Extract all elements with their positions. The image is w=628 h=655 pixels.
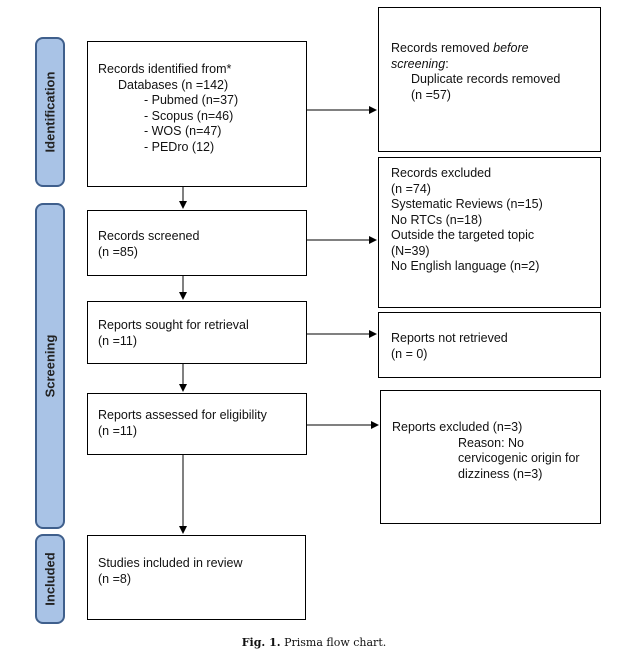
studies-included-label: Studies included in review xyxy=(98,556,243,570)
source-pubmed: - Pubmed (n=37) xyxy=(144,93,239,107)
phase-included: Included xyxy=(35,534,65,624)
source-scopus: - Scopus (n=46) xyxy=(144,108,234,123)
phase-identification: Identification xyxy=(35,37,65,187)
excluded-line: (N=39) xyxy=(391,243,430,258)
excluded-line: Outside the targeted topic xyxy=(391,228,535,242)
records-removed-box: Records removed before screening: Duplic… xyxy=(378,7,601,152)
records-removed-label-2: screening: xyxy=(391,56,449,71)
records-excluded-box: Records excluded (n =74) Systematic Revi… xyxy=(378,157,601,308)
not-retrieved-label: Reports not retrieved xyxy=(391,331,508,345)
studies-included-count: (n =8) xyxy=(98,571,132,586)
caption-label: Fig. 1. xyxy=(241,636,281,649)
reports-excluded-label: Reports excluded (n=3) xyxy=(392,420,523,434)
phase-screening: Screening xyxy=(35,203,65,529)
databases-count: Databases (n =142) xyxy=(118,77,229,92)
records-removed-label: Records removed before xyxy=(391,41,529,55)
records-screened-count: (n =85) xyxy=(98,244,138,259)
duplicates-label: Duplicate records removed xyxy=(411,72,561,86)
excluded-line: (n =74) xyxy=(391,181,431,196)
records-screened-box: Records screened (n =85) xyxy=(87,210,307,276)
excluded-line: No English language (n=2) xyxy=(391,259,540,273)
reason-line: dizziness (n=3) xyxy=(458,466,543,481)
studies-included-box: Studies included in review (n =8) xyxy=(87,535,306,620)
reports-excluded-box: Reports excluded (n=3) Reason: No cervic… xyxy=(380,390,601,524)
excluded-line: Records excluded xyxy=(391,166,492,180)
not-retrieved-count: (n = 0) xyxy=(391,346,428,361)
reason-line: Reason: No xyxy=(458,435,525,450)
excluded-line: Systematic Reviews (n=15) xyxy=(391,197,543,211)
assessed-label: Reports assessed for eligibility xyxy=(98,408,267,422)
records-identified-label: Records identified from* xyxy=(98,62,232,76)
records-screened-label: Records screened xyxy=(98,229,200,243)
source-pedro: - PEDro (12) xyxy=(144,139,215,154)
records-identified-box: Records identified from* Databases (n =1… xyxy=(87,41,307,187)
reports-assessed-box: Reports assessed for eligibility (n =11) xyxy=(87,393,307,455)
figure-caption: Fig. 1. Prisma flow chart. xyxy=(0,636,628,649)
source-wos: - WOS (n=47) xyxy=(144,124,222,138)
caption-text: Prisma flow chart. xyxy=(284,636,387,649)
reports-sought-label: Reports sought for retrieval xyxy=(98,318,249,332)
excluded-line: No RTCs (n=18) xyxy=(391,212,483,227)
duplicates-count: (n =57) xyxy=(411,87,451,102)
reports-sought-box: Reports sought for retrieval (n =11) xyxy=(87,301,307,364)
reports-not-retrieved-box: Reports not retrieved (n = 0) xyxy=(378,312,601,378)
reports-sought-count: (n =11) xyxy=(98,333,138,348)
reason-line: cervicogenic origin for xyxy=(458,451,580,465)
assessed-count: (n =11) xyxy=(98,423,138,438)
